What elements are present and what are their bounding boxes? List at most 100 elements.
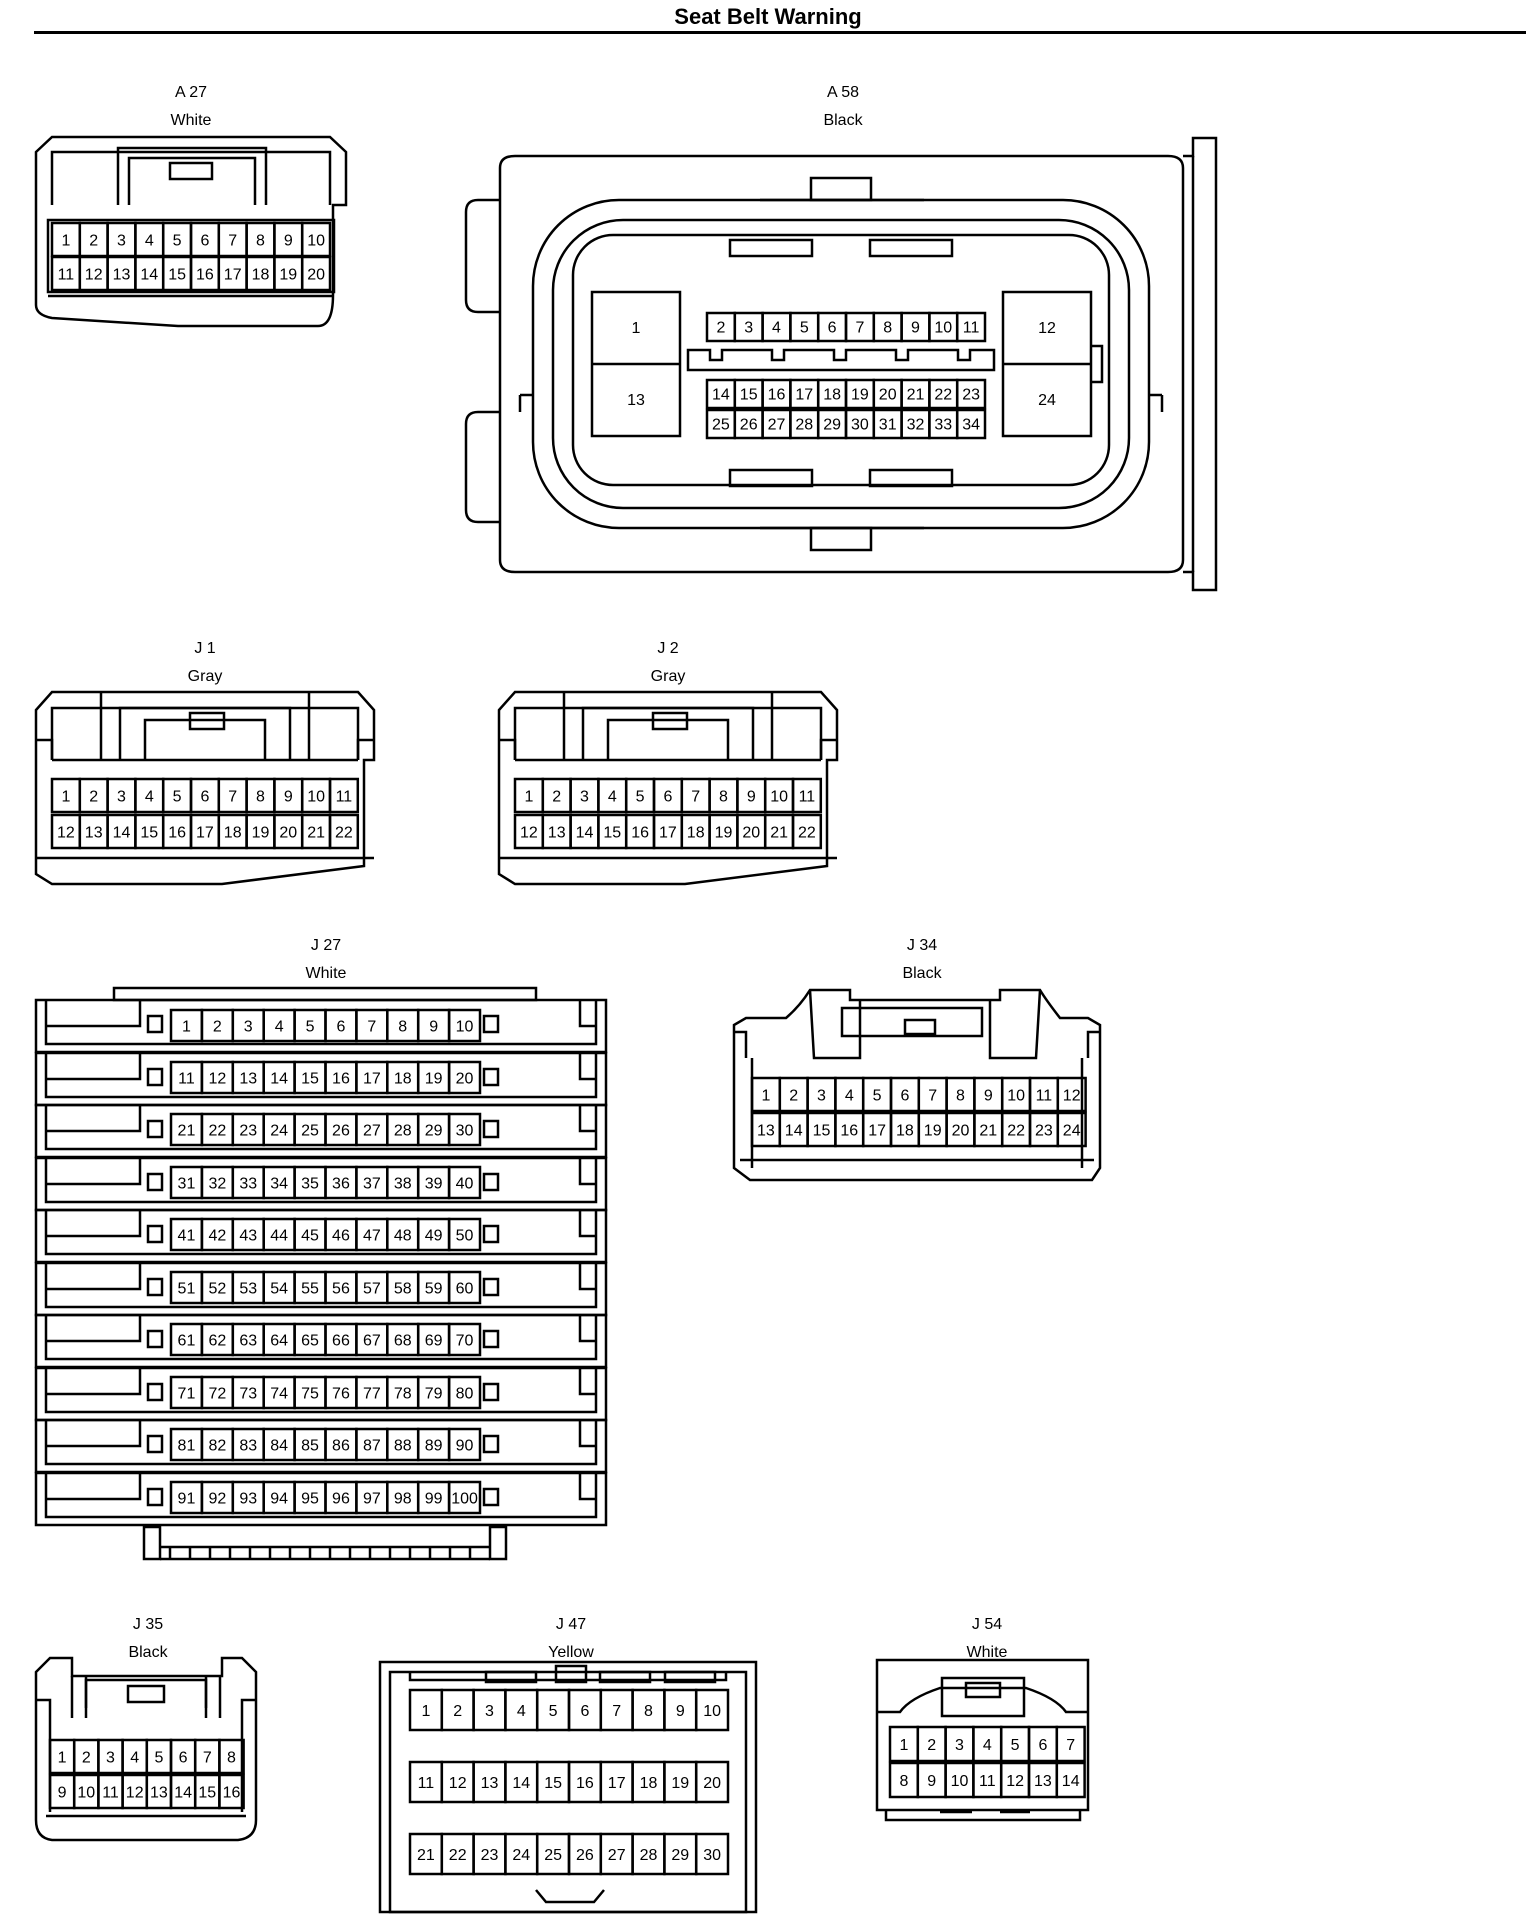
j27-row-inner (44, 1368, 598, 1414)
pin-cell (447, 1008, 482, 1043)
pin-cell (791, 813, 823, 850)
pin-number: 1 (58, 1749, 67, 1766)
connector-color-a58: Black (823, 112, 863, 129)
pin-number: 96 (332, 1490, 350, 1507)
pin-number: 8 (256, 788, 265, 805)
pin-number: 6 (580, 1703, 589, 1720)
pin-number: 8 (899, 1773, 908, 1790)
pin-number: 1 (182, 1018, 191, 1035)
pin: 12 (1038, 320, 1056, 337)
pin-number: 21 (307, 824, 325, 841)
pin-number: 17 (868, 1122, 886, 1139)
j27-latch (146, 1119, 164, 1139)
pin-number: 2 (927, 1737, 936, 1754)
pin-number: 3 (744, 319, 753, 336)
connector-id-a27: A 27 (174, 84, 208, 101)
connector-id-j27: J 27 (310, 937, 342, 954)
pin-number: 48 (394, 1227, 412, 1244)
j27-latch (482, 1172, 500, 1192)
connector-id-a58: A 58 (826, 84, 860, 101)
j27-row-step (46, 1473, 142, 1501)
pin-number: 8 (227, 1749, 236, 1766)
pin-number: 5 (636, 788, 645, 805)
pin-number: 12 (1063, 1087, 1081, 1104)
pin-number: 70 (456, 1332, 474, 1349)
pin-number: 9 (284, 232, 293, 249)
j27-row-step (578, 1158, 596, 1186)
connector-j54-housing (875, 1658, 1090, 1822)
pin-number: 5 (173, 232, 182, 249)
j27-row-step (578, 1053, 596, 1081)
pin-number: 45 (301, 1227, 319, 1244)
j27-row-step (46, 1158, 142, 1186)
pin-number: 23 (962, 386, 980, 403)
pin-number: 54 (270, 1280, 288, 1297)
pin-number: 10 (77, 1784, 95, 1801)
pin-number: 18 (823, 386, 841, 403)
pin-number: 5 (1011, 1737, 1020, 1754)
pin-number: 58 (394, 1280, 412, 1297)
pin-number: 81 (178, 1437, 196, 1454)
pin-number: 22 (798, 824, 816, 841)
pin-cell (694, 1760, 730, 1804)
pin-number: 82 (208, 1437, 226, 1454)
pin-cell (447, 1322, 482, 1357)
pin-cell (694, 1832, 730, 1876)
j27-latch (146, 1434, 164, 1454)
pin-number: 19 (671, 1775, 689, 1792)
pin-cell (300, 255, 332, 292)
pin-cell (1055, 1725, 1086, 1763)
pin-number: 65 (301, 1332, 319, 1349)
connector-j1-housing (34, 690, 376, 886)
pin-cell (328, 777, 360, 814)
pin-number: 3 (117, 232, 126, 249)
pin-number: 16 (840, 1122, 858, 1139)
j27-row-step (46, 1053, 142, 1081)
j27-latch (482, 1224, 500, 1244)
pin-number: 7 (228, 232, 237, 249)
pin-number: 1 (421, 1703, 430, 1720)
pin-number: 19 (924, 1122, 942, 1139)
pin-number: 2 (82, 1749, 91, 1766)
j27-latch (482, 1329, 500, 1349)
pin-number: 10 (456, 1018, 474, 1035)
pin-number: 16 (768, 386, 786, 403)
pin-number: 21 (417, 1847, 435, 1864)
pin-number: 4 (145, 788, 154, 805)
pin-number: 27 (768, 416, 786, 433)
pin-number: 19 (252, 824, 270, 841)
pin-number: 94 (270, 1490, 288, 1507)
pin-number: 13 (85, 824, 103, 841)
pin-number: 37 (363, 1175, 381, 1192)
pin-number: 3 (244, 1018, 253, 1035)
j27-row-inner (44, 1210, 598, 1256)
pin-number: 1 (61, 232, 70, 249)
j27-row-step (578, 1000, 596, 1028)
pin-number: 11 (102, 1784, 119, 1801)
pin-number: 13 (113, 266, 131, 283)
pin: 1 (632, 320, 641, 337)
pin-cell (218, 1773, 245, 1810)
pin-number: 18 (640, 1775, 658, 1792)
pin-number: 6 (179, 1749, 188, 1766)
pin-cell (955, 378, 987, 410)
pin-number: 68 (394, 1332, 412, 1349)
pin-number: 5 (173, 788, 182, 805)
pin-number: 15 (603, 824, 621, 841)
pin-number: 31 (178, 1175, 196, 1192)
pin-number: 100 (451, 1490, 478, 1507)
pin-number: 22 (335, 824, 353, 841)
pin-number: 8 (883, 319, 892, 336)
pin-number: 10 (934, 319, 952, 336)
pin-number: 61 (178, 1332, 196, 1349)
pin-number: 11 (336, 788, 353, 805)
pin-number: 79 (425, 1385, 443, 1402)
pin-number: 85 (301, 1437, 319, 1454)
pin-cell (1056, 1111, 1087, 1148)
pin-number: 17 (659, 824, 677, 841)
pin-number: 87 (363, 1437, 381, 1454)
pin-number: 13 (1034, 1773, 1052, 1790)
pin-number: 29 (425, 1122, 443, 1139)
pin-number: 30 (851, 416, 869, 433)
pin-number: 33 (239, 1175, 257, 1192)
